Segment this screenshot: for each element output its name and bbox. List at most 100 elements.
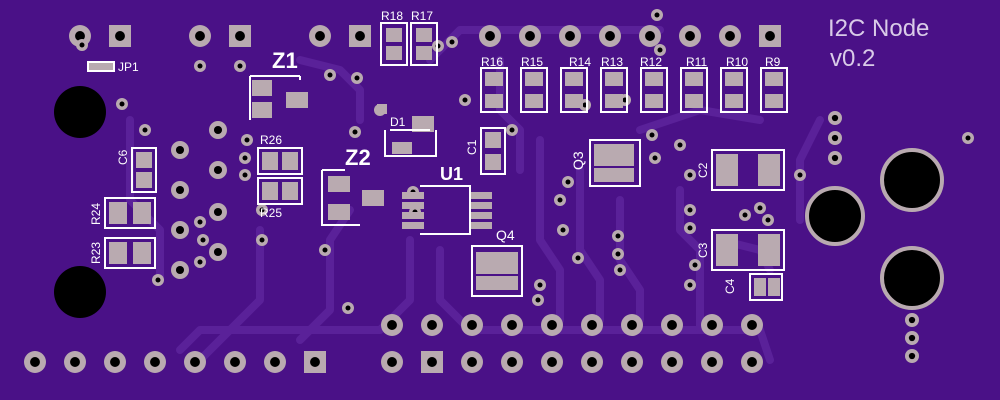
via-drill xyxy=(242,155,248,161)
pad-drill xyxy=(605,31,615,41)
label-r14: R14 xyxy=(569,55,591,69)
smd-pad xyxy=(565,94,583,108)
mount-hole xyxy=(805,186,865,246)
smd-pad xyxy=(758,234,780,266)
board-version: v0.2 xyxy=(830,45,875,72)
mount-hole xyxy=(54,266,106,318)
pad-drill xyxy=(831,154,839,162)
via-drill xyxy=(509,127,515,133)
smd-pad xyxy=(386,46,402,60)
smd-pad xyxy=(282,182,298,200)
label-r15: R15 xyxy=(521,55,543,69)
label-r17: R17 xyxy=(411,9,433,23)
smd-pad xyxy=(412,116,434,132)
via-drill xyxy=(535,297,541,303)
pad-drill xyxy=(213,165,223,175)
pad-drill xyxy=(667,357,677,367)
via-drill xyxy=(259,237,265,243)
via-drill xyxy=(197,259,203,265)
via-drill xyxy=(657,47,663,53)
smd-pad xyxy=(685,94,703,108)
label-r16: R16 xyxy=(481,55,503,69)
via-drill xyxy=(687,207,693,213)
via-drill xyxy=(797,172,803,178)
smd-pad xyxy=(402,222,424,229)
label-c6: C6 xyxy=(116,149,130,165)
pad-drill xyxy=(685,31,695,41)
pad-drill xyxy=(831,134,839,142)
smd-pad xyxy=(765,94,783,108)
smd-pad xyxy=(262,152,278,170)
via-drill xyxy=(742,212,748,218)
smd-pad xyxy=(485,94,503,108)
pad-drill xyxy=(190,357,200,367)
via-drill xyxy=(687,225,693,231)
smd-pad xyxy=(286,92,308,108)
smd-pad xyxy=(402,212,424,219)
smd-pad xyxy=(754,278,766,296)
via-drill xyxy=(327,72,333,78)
smd-pad xyxy=(282,152,298,170)
via-drill xyxy=(687,172,693,178)
label-r13: R13 xyxy=(601,55,623,69)
pad-drill xyxy=(355,31,365,41)
smd-pad xyxy=(109,242,127,264)
via-drill xyxy=(757,205,763,211)
vias xyxy=(76,9,974,314)
pad-drill xyxy=(315,31,325,41)
pad-drill xyxy=(587,357,597,367)
pad-drill xyxy=(427,357,437,367)
pad-drill xyxy=(831,114,839,122)
label-d1: D1 xyxy=(390,115,406,129)
smd-pad xyxy=(476,276,518,290)
via-drill xyxy=(649,132,655,138)
via-drill xyxy=(652,155,658,161)
label-u1: U1 xyxy=(440,164,463,184)
label-c4: C4 xyxy=(723,278,737,294)
label-r11: R11 xyxy=(686,55,707,69)
mount-hole xyxy=(54,86,106,138)
smd-pad xyxy=(362,190,384,206)
smd-pad xyxy=(252,102,272,118)
via-drill xyxy=(119,101,125,107)
pad-drill xyxy=(75,31,85,41)
smd-pads xyxy=(109,28,783,296)
smd-pad xyxy=(716,234,738,266)
mount-hole xyxy=(880,148,944,212)
pad-drill xyxy=(235,31,245,41)
pad-drill xyxy=(725,31,735,41)
smd-pad xyxy=(565,72,583,86)
smd-pad xyxy=(470,202,492,209)
through-hole-pads xyxy=(24,25,919,373)
label-z2: Z2 xyxy=(345,145,371,170)
pad-drill xyxy=(467,357,477,367)
pad-drill xyxy=(467,320,477,330)
pad-drill xyxy=(213,125,223,135)
smd-pad xyxy=(758,154,780,186)
via-drill xyxy=(242,172,248,178)
pad-drill xyxy=(175,225,185,235)
via-drill xyxy=(557,197,563,203)
smd-pad xyxy=(133,242,151,264)
pad-drill xyxy=(110,357,120,367)
smd-pad xyxy=(402,192,424,199)
label-c3: C3 xyxy=(696,242,710,258)
via-drill xyxy=(654,12,660,18)
label-q4: Q4 xyxy=(496,227,515,243)
smd-pad xyxy=(416,28,432,42)
via-drill xyxy=(244,137,250,143)
label-r12: R12 xyxy=(640,55,662,69)
pad-drill xyxy=(270,357,280,367)
smd-pad xyxy=(725,94,743,108)
via-drill xyxy=(687,282,693,288)
mounting-holes xyxy=(54,86,944,318)
label-r26: R26 xyxy=(260,133,282,147)
via-drill xyxy=(965,135,971,141)
label-r18: R18 xyxy=(381,9,403,23)
smd-pad xyxy=(109,202,127,224)
pad-drill xyxy=(387,357,397,367)
pad-drill xyxy=(70,357,80,367)
smd-pad xyxy=(645,94,663,108)
smd-pad xyxy=(402,202,424,209)
pad-drill xyxy=(747,357,757,367)
